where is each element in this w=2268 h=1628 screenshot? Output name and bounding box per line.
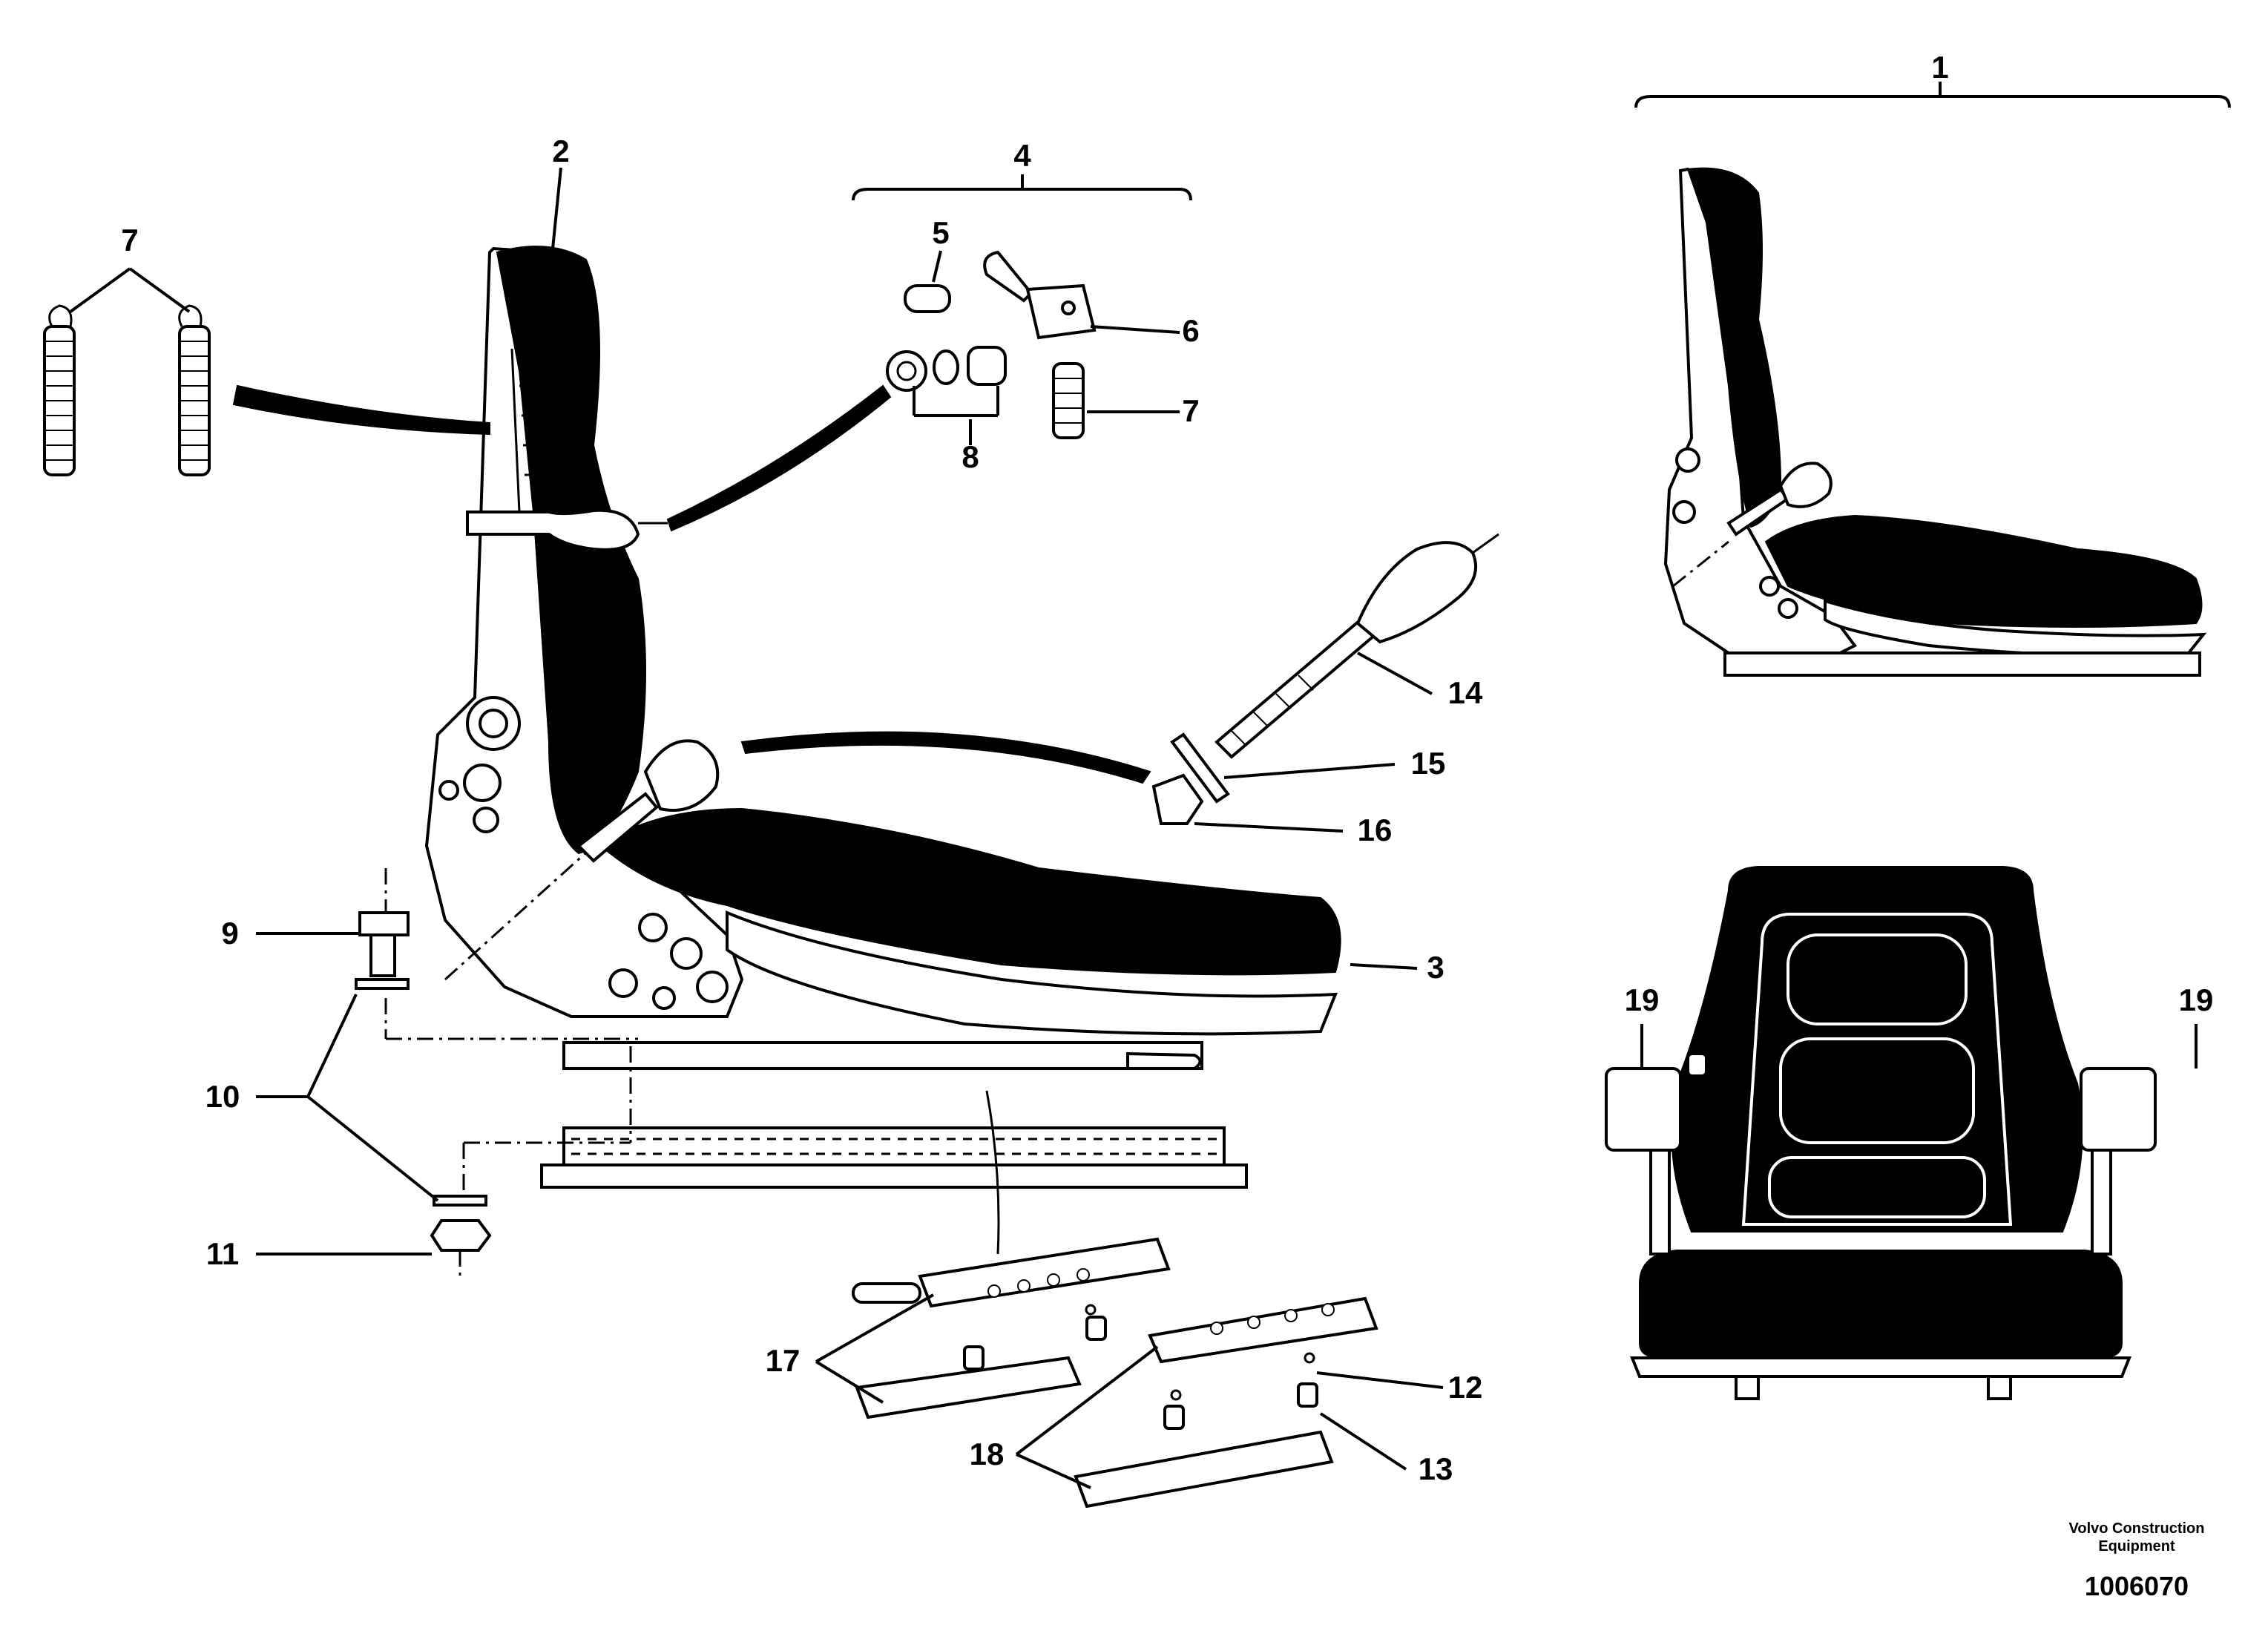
callout-11: 11	[206, 1236, 239, 1271]
spring-pair	[43, 304, 490, 476]
main-seat-side-view	[424, 246, 1341, 1036]
callout-2: 2	[552, 134, 569, 168]
leader-lines	[69, 167, 2198, 1471]
callout-10: 10	[206, 1079, 240, 1114]
callout-18: 18	[970, 1437, 1005, 1471]
callout-9: 9	[221, 916, 238, 951]
back-scale	[510, 348, 539, 513]
callout-7-springs: 7	[121, 223, 138, 257]
seat-slide-rail	[384, 998, 1248, 1202]
complete-seat-front-view	[1605, 866, 2157, 1400]
callout-1: 1	[1931, 50, 1948, 85]
lever-assembly	[740, 533, 1499, 825]
document-number: 1006070	[2085, 1571, 2189, 1601]
callout-6: 6	[1182, 313, 1199, 348]
credit-line-1: Volvo Construction	[2069, 1520, 2205, 1537]
slide-rail-kit	[815, 1090, 1378, 1509]
publisher-credit: Volvo Construction Equipment 1006070	[2069, 1520, 2205, 1601]
callout-labels: 1 2 3 4 5 6 7 7 8 9 10 11 12 13 14 15 16…	[121, 50, 2213, 1486]
callout-12: 12	[1448, 1370, 1483, 1405]
callout-4: 4	[1013, 138, 1031, 173]
adjuster-kit	[666, 174, 1192, 532]
callout-19-right: 19	[2179, 982, 2214, 1017]
callout-7-kit: 7	[1182, 393, 1199, 428]
callout-5: 5	[932, 215, 949, 250]
credit-line-2: Equipment	[2098, 1538, 2175, 1555]
callout-14: 14	[1448, 675, 1483, 710]
callout-13: 13	[1419, 1451, 1453, 1486]
complete-seat-side-view	[1634, 82, 2231, 677]
callout-15: 15	[1411, 746, 1446, 781]
callout-19-left: 19	[1625, 982, 1660, 1017]
callout-16: 16	[1358, 813, 1393, 847]
callout-8: 8	[962, 439, 979, 474]
hardware-bolt-washer-nut	[355, 868, 492, 1276]
callout-3: 3	[1427, 950, 1444, 985]
callout-17: 17	[766, 1343, 801, 1378]
